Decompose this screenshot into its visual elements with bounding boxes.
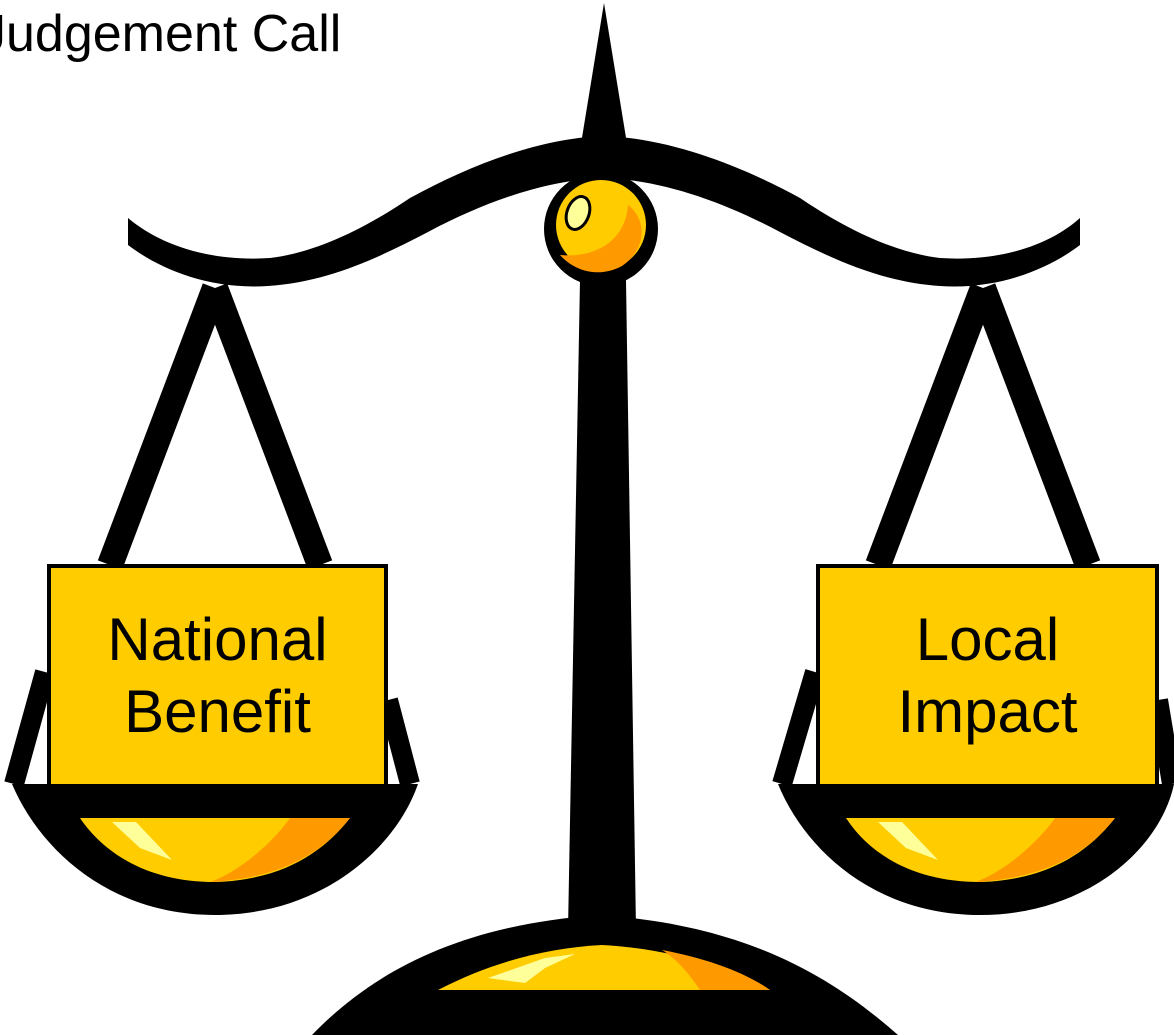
weight-label-line1: National: [107, 606, 328, 673]
left-pan: [12, 784, 418, 915]
page-title: Judgement Call: [0, 5, 342, 63]
right-pan-strings: [772, 283, 1174, 787]
weight-label-line2: Benefit: [124, 678, 311, 745]
local-impact-weight: Local Impact: [816, 564, 1159, 788]
weight-label-line2: Impact: [897, 678, 1078, 745]
scale-base: [312, 915, 898, 1035]
scale-beam: [128, 136, 1080, 287]
left-pan-strings: [4, 283, 420, 787]
scale-pillar: [568, 280, 636, 930]
pivot-knob: [544, 172, 658, 286]
scale-spike: [580, 3, 628, 150]
right-pan: [778, 784, 1174, 915]
weight-label-line1: Local: [915, 606, 1060, 673]
national-benefit-weight: National Benefit: [47, 564, 388, 788]
